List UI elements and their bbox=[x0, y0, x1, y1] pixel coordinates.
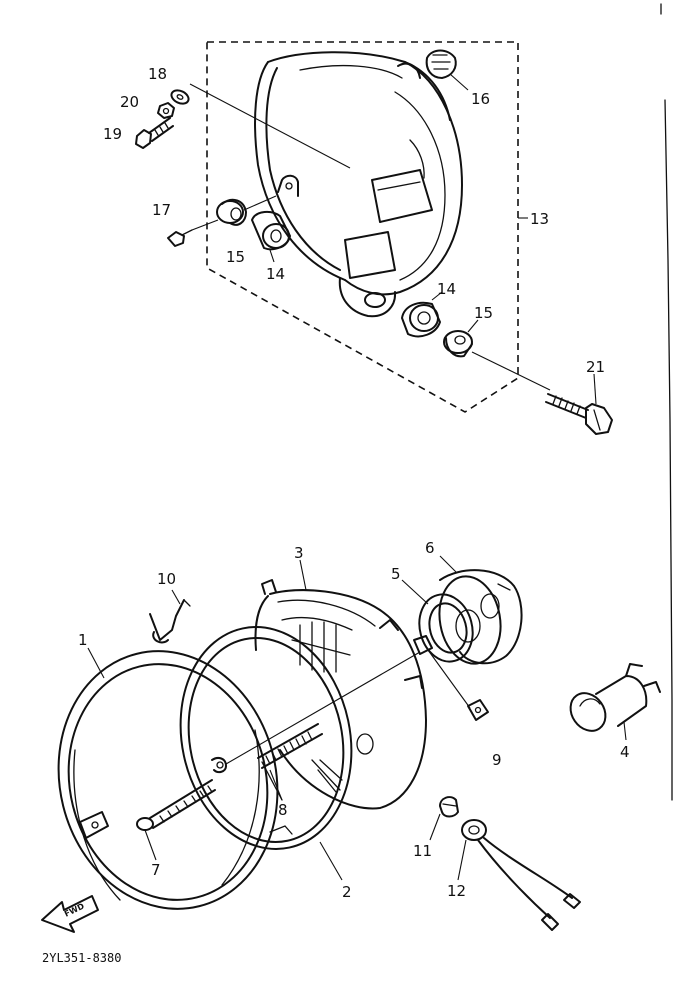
label-part-11: 11 bbox=[413, 842, 432, 860]
assembly-13-dashed-boundary bbox=[206, 41, 519, 413]
leader-3 bbox=[299, 559, 307, 591]
label-part-18: 18 bbox=[148, 65, 167, 83]
part-21-bolt bbox=[471, 351, 613, 435]
page-edge-marks bbox=[660, 3, 673, 801]
label-part-5: 5 bbox=[391, 565, 401, 583]
front-arrow: FWD bbox=[41, 895, 99, 933]
part-15-collar-left bbox=[216, 198, 247, 226]
part-16-cap bbox=[425, 49, 457, 79]
label-part-2: 2 bbox=[342, 883, 352, 901]
label-part-14-right: 14 bbox=[437, 280, 456, 298]
part-11-bulb bbox=[439, 796, 459, 818]
label-part-17: 17 bbox=[152, 201, 171, 219]
leader-15-left bbox=[243, 195, 277, 211]
leader-6 bbox=[439, 555, 457, 573]
label-part-13: 13 bbox=[530, 210, 549, 228]
leader-11 bbox=[429, 813, 441, 841]
part-15-collar-right bbox=[443, 330, 473, 358]
part-4-bulb bbox=[569, 663, 661, 732]
label-part-15-left: 15 bbox=[226, 248, 245, 266]
diagram-code: 2YL351-8380 bbox=[42, 951, 121, 965]
part-12-socket-wires bbox=[461, 819, 581, 931]
part-14-grommet-right bbox=[401, 301, 441, 338]
label-part-1: 1 bbox=[78, 631, 88, 649]
part-2-inner-ring bbox=[179, 626, 353, 850]
leader-4 bbox=[623, 721, 627, 741]
leader-14-left bbox=[269, 249, 275, 263]
part-17-screw bbox=[167, 229, 193, 247]
label-part-9: 9 bbox=[492, 751, 502, 769]
leader-21 bbox=[593, 373, 597, 405]
leader-2 bbox=[319, 841, 343, 881]
leader-12 bbox=[457, 839, 467, 881]
leader-5 bbox=[401, 579, 429, 605]
part-6-socket bbox=[438, 569, 523, 665]
part-8-adjust-screw bbox=[225, 651, 421, 801]
label-part-4: 4 bbox=[620, 743, 630, 761]
leader-1 bbox=[87, 647, 105, 679]
leader-18 bbox=[189, 83, 351, 169]
label-part-20: 20 bbox=[120, 93, 139, 111]
leader-16 bbox=[449, 73, 469, 91]
label-part-7: 7 bbox=[151, 861, 161, 879]
label-part-15-right: 15 bbox=[474, 304, 493, 322]
part-14-grommet-left bbox=[251, 210, 291, 251]
label-part-21: 21 bbox=[586, 358, 605, 376]
part-3-lens-unit bbox=[254, 579, 427, 810]
leader-7 bbox=[144, 829, 157, 861]
label-part-14-left: 14 bbox=[266, 265, 285, 283]
headlight-housing bbox=[254, 51, 463, 318]
leader-17 bbox=[191, 219, 219, 231]
part-5-ring bbox=[418, 593, 474, 663]
part-20-nut bbox=[157, 102, 175, 119]
leader-10 bbox=[171, 589, 181, 605]
leader-14-right bbox=[431, 291, 443, 301]
label-part-19: 19 bbox=[103, 125, 122, 143]
part-7-screw bbox=[136, 779, 216, 831]
label-part-16: 16 bbox=[471, 90, 490, 108]
part-10-spring bbox=[149, 599, 191, 644]
leader-15-right bbox=[467, 319, 479, 333]
part-1-rim bbox=[57, 650, 279, 910]
label-part-6: 6 bbox=[425, 539, 435, 557]
leader-8 bbox=[269, 769, 283, 801]
label-part-3: 3 bbox=[294, 544, 304, 562]
label-part-10: 10 bbox=[157, 570, 176, 588]
label-part-8: 8 bbox=[278, 801, 288, 819]
part-19-bolt bbox=[135, 117, 174, 149]
label-part-12: 12 bbox=[447, 882, 466, 900]
front-arrow-label: FWD bbox=[63, 901, 86, 918]
part-18-washer bbox=[170, 89, 190, 105]
